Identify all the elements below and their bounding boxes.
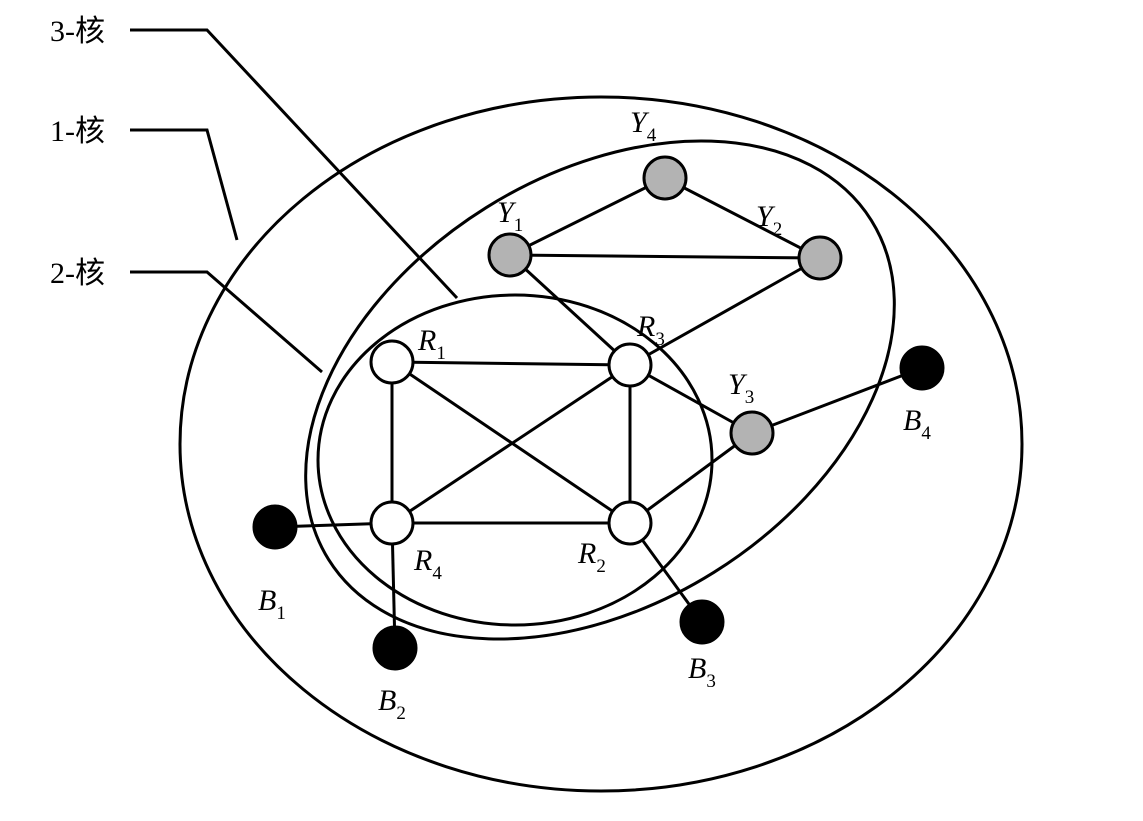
node-label-Y4: Y4 (630, 106, 657, 146)
core1-ellipse (178, 95, 1024, 793)
core2-ellipse (304, 139, 896, 641)
core3-ellipse (316, 293, 714, 627)
edge-Y1-Y2 (509, 253, 821, 260)
edge-Y1-Y4 (509, 176, 666, 257)
node-Y3 (729, 410, 775, 456)
core3-leader-line (130, 28, 459, 300)
nodes (252, 155, 945, 671)
node-label-R4: R4 (413, 544, 442, 584)
node-R1 (369, 339, 415, 385)
node-R3 (607, 342, 653, 388)
node-label-B3: B3 (688, 652, 716, 692)
node-B4 (899, 345, 945, 391)
core3-label: 3-核 (50, 15, 105, 48)
node-B1 (252, 504, 298, 550)
node-label-R2: R2 (577, 537, 606, 577)
node-label-Y2: Y2 (756, 200, 782, 240)
node-R2 (607, 500, 653, 546)
edges (274, 176, 923, 649)
node-R4 (369, 500, 415, 546)
node-label-R3: R3 (636, 310, 665, 350)
node-label-Y1: Y1 (497, 196, 523, 236)
core1-leader-line (130, 128, 239, 241)
node-label-B1: B1 (258, 584, 286, 624)
node-B3 (679, 599, 725, 645)
core1-label: 1-核 (50, 115, 105, 148)
edge-Y2-R3 (629, 256, 821, 367)
core2-leader-line (130, 270, 323, 374)
node-label-R1: R1 (417, 324, 446, 364)
node-Y1 (487, 232, 533, 278)
edge-R1-R3 (391, 360, 631, 367)
node-label-B4: B4 (903, 404, 931, 444)
core2-label: 2-核 (50, 257, 105, 290)
node-B2 (372, 625, 418, 671)
node-Y4 (642, 155, 688, 201)
node-label-Y3: Y3 (728, 368, 754, 408)
edge-Y1-R3 (508, 253, 632, 367)
node-label-B2: B2 (378, 684, 406, 724)
edge-R3-R4 (391, 363, 631, 525)
edge-Y3-B4 (751, 366, 923, 435)
edge-Y3-R2 (629, 431, 753, 525)
node-Y2 (797, 235, 843, 281)
edge-Y4-Y2 (664, 176, 821, 260)
edge-R3-Y3 (629, 363, 753, 435)
